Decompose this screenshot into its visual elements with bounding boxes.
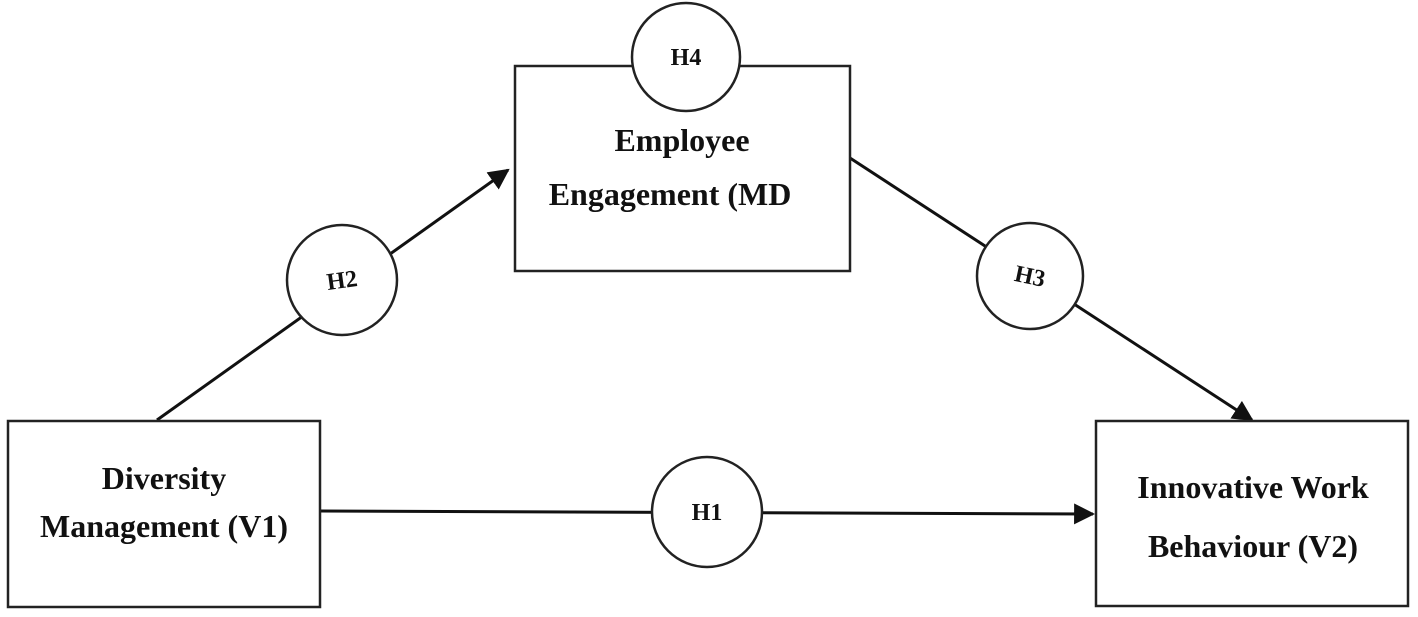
engagement-line2: Engagement (MD (549, 176, 792, 212)
hypothesis-h2-label: H2 (325, 266, 359, 296)
hypothesis-h3: H3 (975, 221, 1085, 331)
hypothesis-h2: H2 (285, 223, 399, 337)
hypothesis-h1-label: H1 (692, 500, 723, 526)
hypothesis-h3-label: H3 (1012, 261, 1047, 293)
hypothesis-h4-label: H4 (671, 45, 702, 71)
node-innovative-work-behaviour: Innovative Work Behaviour (V2) (1094, 419, 1410, 608)
node-diversity-management: Diversity Management (V1) (6, 419, 322, 609)
hypothesis-h1: H1 (650, 455, 764, 569)
innovative-line1: Innovative Work (1137, 469, 1369, 505)
diversity-line1: Diversity (102, 460, 226, 496)
diversity-line2: Management (V1) (40, 508, 288, 544)
innovative-line2: Behaviour (V2) (1148, 528, 1358, 564)
hypothesis-h4: H4 (630, 1, 742, 113)
engagement-line1: Employee (614, 122, 749, 158)
